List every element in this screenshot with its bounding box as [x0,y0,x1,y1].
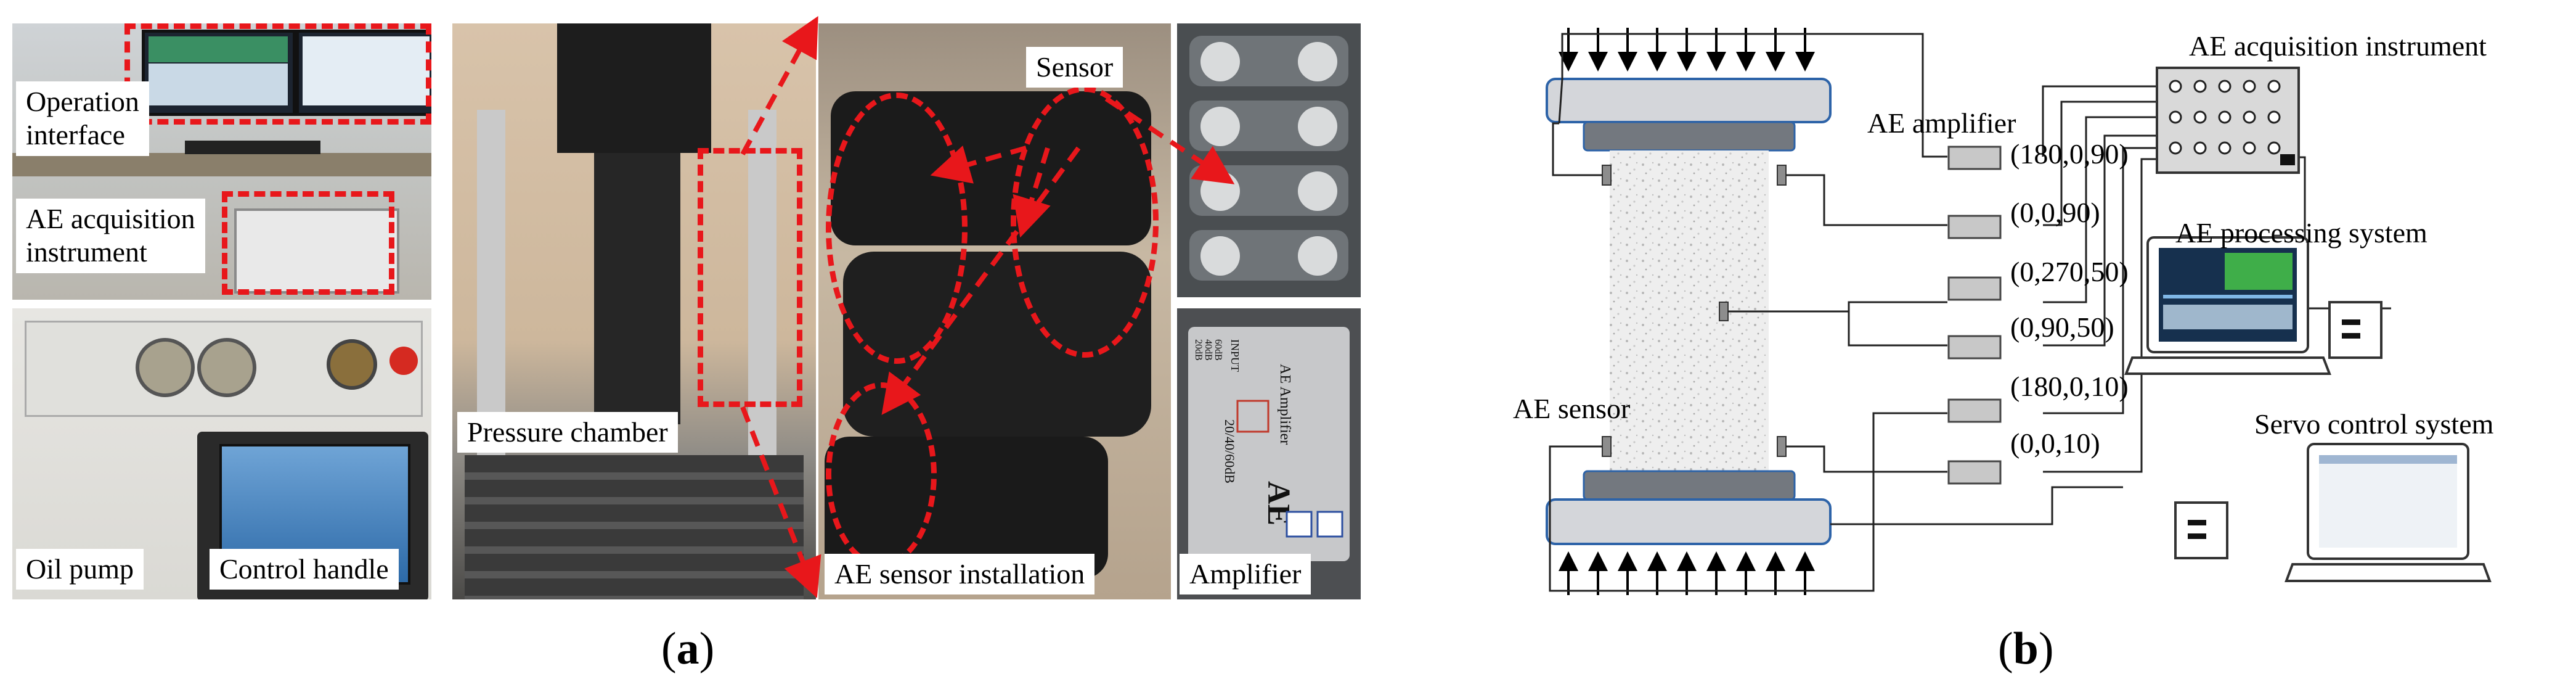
coordinate-label-5: (180,0,10) [2010,371,2129,402]
amplifier-label: Amplifier [1180,554,1311,595]
upper-piston [557,23,711,153]
sensor-disc [1298,107,1337,146]
control-handle-label: Control handle [210,549,399,590]
lower-platen [465,455,804,599]
highlight-specimen [698,148,802,407]
servo-system-label: Servo control system [2254,408,2494,440]
arrow-chamber-to-sensor-top [740,15,818,155]
acquisition-instrument-label: AE acquisition instrument [16,199,205,273]
coordinate-label-2: (0,0,90) [2010,197,2100,228]
top-platen-base [1583,121,1796,152]
coordinate-label-4: (0,90,50) [2010,311,2114,343]
frame-post-left [477,110,505,467]
caption-b: (b) [1998,623,2054,674]
arrow-chamber-to-sensor-bottom [740,406,821,598]
photo-pressure-chamber [452,23,816,599]
amplifier-model-text: 20/40/60dB [1222,419,1237,483]
gauge-2 [197,338,256,397]
arrow-to-tray [1104,96,1235,184]
sensor-disc [1298,42,1337,81]
ae-sensor-label: AE sensor [1513,393,1630,424]
laptop-processing [2124,236,2382,375]
amplifier-brand-text: AE Amplifier [1277,364,1293,445]
sensor-label: Sensor [1026,47,1123,88]
keyboard [185,141,320,154]
sensor-disc [1200,107,1240,146]
sensor-installation-label: AE sensor installation [825,554,1095,595]
highlight-instrument [222,191,394,295]
acquisition-ports [2169,80,2281,155]
desk [12,153,431,176]
amplifier-boxes [1947,146,2002,485]
bottom-load-arrows [1559,551,1815,595]
frame-post-right [748,110,776,467]
ae-amplifier-label: AE amplifier [1867,107,2016,139]
gauge-3 [327,339,377,390]
coordinate-label-6: (0,0,10) [2010,427,2100,459]
oil-pump-label: Oil pump [16,549,144,590]
photo-sensor-tray [1177,23,1361,297]
amplifier-gain-60: 60dB [1213,339,1223,361]
processing-system-label: AE processing system [2175,217,2427,249]
monitor-left [142,30,296,116]
amplifier-plate-print: INPUT 60dB 40dB 20dB AE Amplifier AE 20/… [1193,339,1343,538]
sensor-disc [1298,171,1337,211]
top-platen [1546,78,1832,123]
amplifier-gain-40: 40dB [1203,339,1213,361]
photo-amplifier: INPUT 60dB 40dB 20dB AE Amplifier AE 20/… [1177,308,1361,599]
amplifier-plate: INPUT 60dB 40dB 20dB AE Amplifier AE 20/… [1188,327,1350,561]
sensor-disc [1298,236,1337,276]
photo-operation-desk [12,23,431,300]
amplifier-gain-20: 20dB [1193,339,1204,361]
bottom-platen-base [1583,470,1796,501]
coordinate-label-3: (0,270,50) [2010,256,2129,287]
arrow-sensor-2 [881,146,1081,415]
laptop-servo [2174,443,2492,582]
monitor-right [296,30,431,116]
panel-a-arrows [740,15,1235,598]
coordinate-label-1: (180,0,90) [2010,138,2129,170]
sensor-disc [1200,42,1240,81]
pressure-chamber-label: Pressure chamber [457,412,678,453]
wiring [1549,33,2391,592]
bottom-platen [1546,498,1832,545]
arrow-sensor-3 [1013,147,1051,238]
arrow-sensor-1 [930,146,1027,184]
operation-interface-label: Operation interface [16,81,149,156]
caption-a: (a) [661,623,715,674]
panel-b-diagram: AE acquisition instrument AE amplifier A… [1513,28,2494,595]
highlight-monitors [124,23,431,125]
stop-button [389,347,418,375]
acquisition-instrument-label: AE acquisition instrument [2189,30,2487,62]
highlight-sensor-1 [826,93,968,364]
sensor-disc [1200,236,1240,276]
amplifier-input-text: INPUT [1229,339,1241,372]
specimen-column [594,153,680,424]
acquisition-indicator [2280,154,2295,165]
gauge-1 [136,338,195,397]
